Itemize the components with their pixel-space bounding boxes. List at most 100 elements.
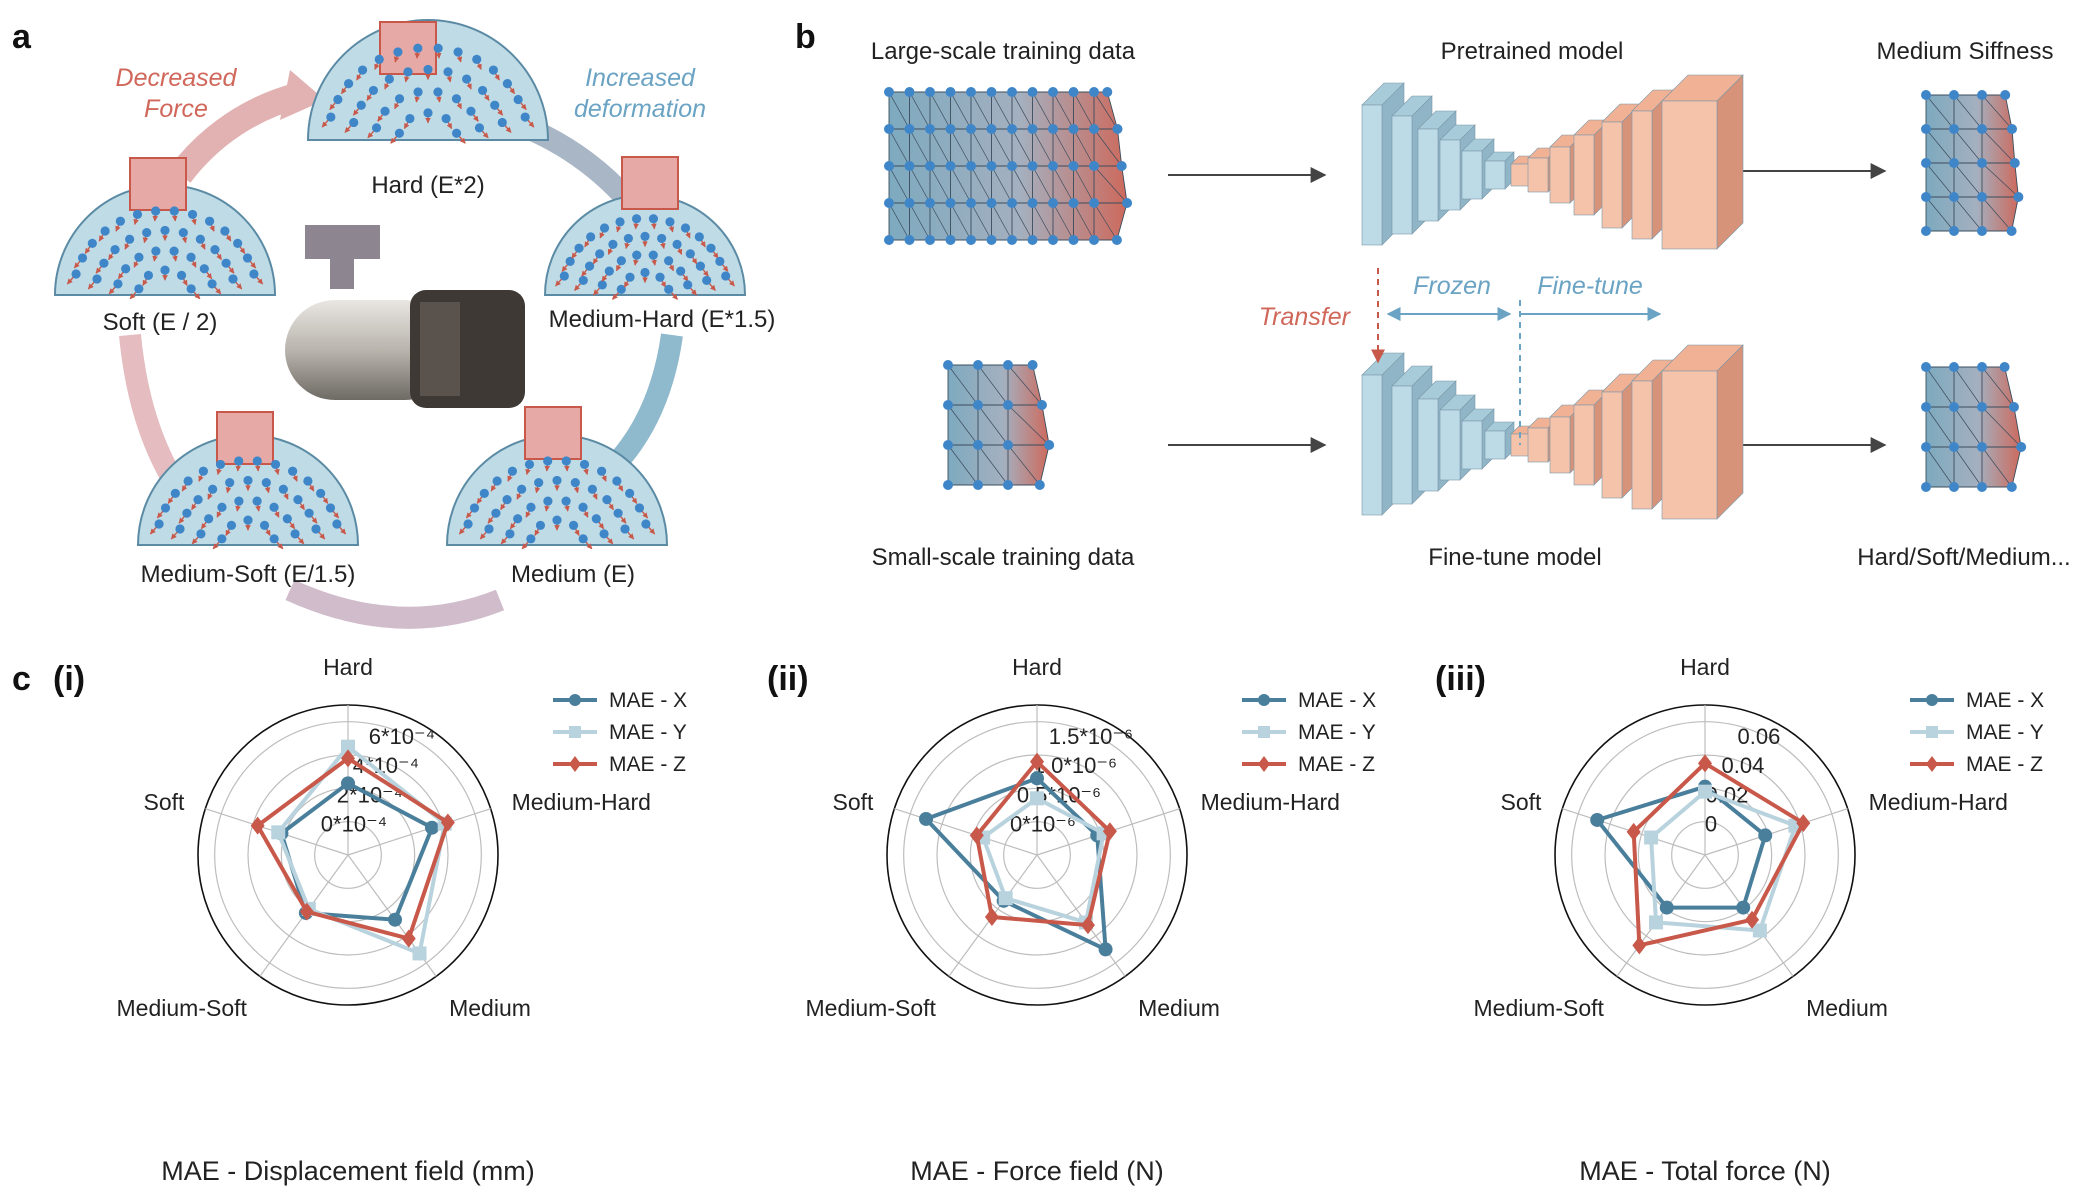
radar-tick-label: 1.5*10⁻⁶ [1049,724,1133,749]
mesh-node [1949,482,1959,492]
large-data-title: Large-scale training data [871,38,1136,65]
radar-axis-label: Medium-Soft [1474,995,1605,1021]
mesh-node [945,198,956,208]
radar-point [1752,923,1767,938]
layer-front [1391,115,1413,235]
mesh-edge [1007,364,1043,406]
block-medium: Medium (E) [445,406,669,588]
frozen-label: Frozen [1413,272,1491,300]
mesh-edge [977,364,1009,406]
mesh-edge [1093,202,1118,241]
mesh-node [488,65,499,75]
radar-tick-label: 0*10⁻⁶ [1010,812,1076,837]
mesh-node [986,235,997,245]
mesh-node [570,478,580,488]
radar-point [341,739,355,754]
mesh-node [196,529,206,539]
mesh-node [1089,235,1099,245]
finetune-label: Fine-tune [1537,272,1643,300]
panel-c: c (i)0*10⁻⁴2*10⁻⁴4*10⁻⁴6*10⁻⁴HardMedium-… [12,654,2044,1186]
mesh-node [259,520,270,530]
mesh-node [632,250,642,260]
radar-chart-displacement: (i)0*10⁻⁴2*10⁻⁴4*10⁻⁴6*10⁻⁴HardMedium-Ha… [53,654,687,1186]
mesh-node [640,231,650,241]
mesh-edge [970,202,992,241]
mesh-edge [1925,366,1955,408]
mesh-node [945,124,956,134]
mesh-edge [1052,202,1074,241]
panel-b: b Large-scale training data Pretrained m… [795,18,2071,571]
mesh-node [1111,235,1122,245]
mesh-edge [1925,446,1955,488]
mesh-node [205,216,215,226]
mesh-node [1027,235,1038,245]
mesh-node [925,161,935,171]
mesh-node [207,279,217,289]
node-dots [555,214,735,300]
radar-axis-label: Soft [832,789,874,815]
mesh-edge [1032,165,1054,204]
radar-point [1098,942,1113,957]
mesh-node [484,524,494,534]
block-soft: Soft (E / 2) [53,157,277,336]
mesh-node [1044,440,1055,450]
mesh-node [204,514,214,524]
legend-label: MAE - Y [1966,721,2044,744]
mesh-node [479,488,489,498]
mesh-node [986,198,997,208]
mesh-node [234,456,244,466]
mesh-edge [1925,94,1955,130]
mesh-node [1949,90,1959,100]
mesh-node [234,496,244,506]
small-scale-mesh [943,360,1055,490]
mesh-node [2013,192,2024,202]
mesh-node [492,476,502,486]
radar-point [388,912,403,927]
radar-series-line [974,759,1112,928]
mesh-node [904,124,915,134]
mesh-edge [1093,165,1128,204]
mesh-node [640,267,650,278]
mesh-node [1921,90,1931,100]
radar-spoke [347,808,491,856]
mesh-node [1089,198,1099,208]
radar-axis-label: Hard [1680,654,1730,680]
block-medium-soft-label: Medium-Soft (E/1.5) [141,561,356,588]
mesh-node [1921,226,1931,236]
mesh-node [1112,124,1123,134]
mesh-node [384,74,394,84]
radar-point [998,891,1013,906]
mesh-node [269,502,279,512]
mesh-edge [1011,202,1033,241]
mesh-edge [1052,91,1074,130]
mesh-node [559,271,569,281]
mesh-node [513,94,523,105]
mesh-edge [1073,128,1095,167]
block-hard-label: Hard (E*2) [371,172,484,199]
mesh-edge [991,202,1013,241]
radar-point [299,902,314,921]
mesh-node [2006,482,2017,492]
mesh-edge [2004,366,2015,408]
mesh-node [616,284,626,294]
layer-front [1601,121,1623,229]
layer-front [1601,391,1623,499]
mesh-node [491,508,501,518]
layer-front [1439,139,1461,211]
mesh-node [160,225,170,236]
mesh-node [1089,124,1099,134]
radar-series-line [1649,789,1798,933]
mesh-node [343,79,354,89]
radar-point [1080,916,1095,935]
mesh-node [1068,87,1079,97]
mesh-edge [1925,406,1955,448]
mesh-node [973,400,983,410]
mesh-node [904,235,915,245]
mesh-edge [1032,202,1054,241]
mesh-node [121,264,131,274]
mesh-node [169,246,179,256]
mesh-edge [888,91,910,130]
mesh-node [134,284,144,294]
mesh-node [584,261,595,271]
radar-point [919,811,934,826]
